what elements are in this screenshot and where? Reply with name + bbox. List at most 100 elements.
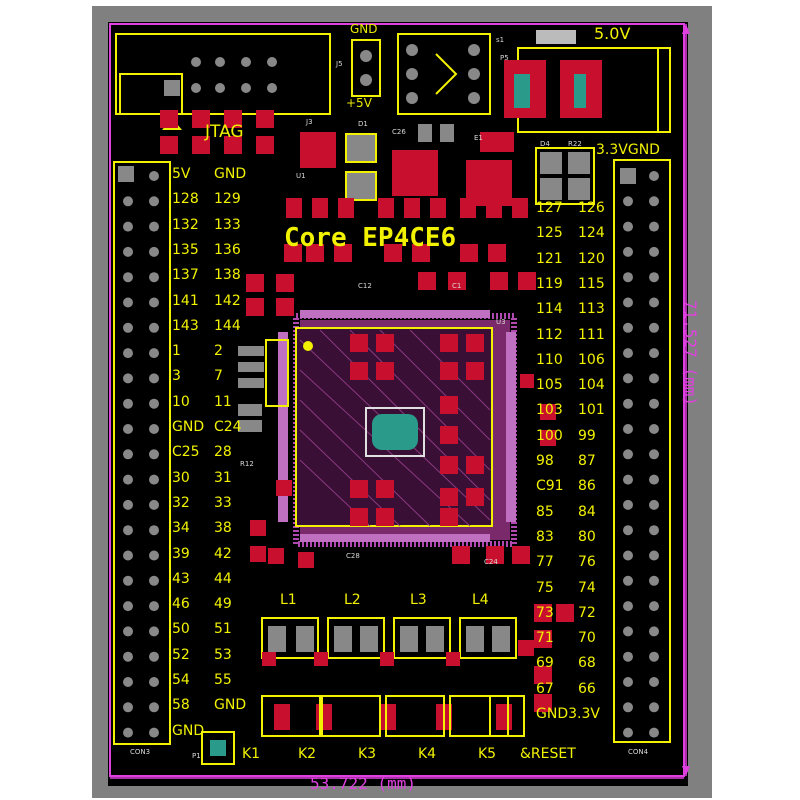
header-pin [123,499,133,510]
header-pin-label: 132 [172,216,199,233]
header-pin [149,348,159,359]
header-pin [149,601,159,612]
header-pin [649,575,659,586]
header-pin-label: 128 [172,191,199,208]
header-pin [149,196,159,207]
header-pin-label: C25 [172,444,200,461]
header-pin-label: 104 [578,377,605,394]
header-pin [649,322,659,333]
header-pin-label: 77 [536,554,554,571]
header-pin-label: 143 [172,317,199,334]
header-pin-label: 115 [578,275,605,292]
header-pin [149,424,159,434]
header-pin-label: 120 [578,250,605,267]
refdes-e1: E1 [474,134,483,142]
header-pin [623,373,633,384]
header-pin-label: 3 [172,368,181,385]
header-pin [123,550,133,561]
header-pin [649,398,659,409]
header-pin-label: 112 [536,326,563,343]
header-pin [623,424,633,434]
header-pin [623,499,633,510]
header-pin-label: 126 [578,200,605,216]
header-pin [123,246,133,257]
plus5v-label: +5V [346,96,372,110]
header-pin-label: 124 [578,225,605,242]
header-pin-label: 33 [214,494,232,511]
header-pin-label: 100 [536,427,563,444]
header-pin-label: 46 [172,596,190,613]
header-pin [649,373,659,384]
header-pin-label: 144 [214,317,241,334]
header-pin-label: 31 [214,469,232,486]
header-pin-label: 99 [578,427,596,444]
header-pin [149,702,159,713]
refdes-r12: R12 [240,460,254,468]
header-pin [149,297,159,308]
inductor-label: L4 [472,592,489,608]
header-pin [649,474,659,485]
header-pin-label: 30 [172,469,190,486]
refdes-s1: s1 [496,36,505,44]
jtag-label: JTAG [205,122,244,142]
refdes-d4: D4 [540,140,550,148]
header-pin [649,525,659,536]
key-label: K5 [478,746,497,762]
header-pin [149,499,159,510]
header-pin-label: 66 [578,680,596,697]
header-pin-label: 38 [214,520,232,537]
header-pin-label: 72 [578,604,596,621]
header-pin-label: 105 [536,377,563,394]
header-pin-label: 71 [536,630,554,647]
header-pin [149,449,159,460]
header-pin-label: 55 [214,672,232,688]
header-pin [623,297,633,308]
header-pin [123,373,133,384]
key-label: K4 [418,746,437,762]
inductor-label: L3 [410,592,427,608]
header-pin-label: 142 [214,292,241,309]
refdes-u3: U3 [496,318,506,326]
header-pin-label: 44 [214,570,232,587]
header-pin-label: 67 [536,680,554,697]
header-pin-label: 42 [214,545,232,562]
header-pin [123,196,133,207]
header-pin [649,272,659,283]
header-pin [149,575,159,586]
header-pin-label: 2 [214,343,223,360]
refdes-c24: C24 [484,558,498,566]
header-pin [123,398,133,409]
power-5v-label: 5.0V [594,24,631,43]
header-pin-label: 85 [536,503,554,520]
header-pin [649,499,659,510]
header-pin-label: 127 [536,200,563,216]
refdes-p1: P1 [192,752,201,760]
header-pin [623,221,633,232]
refdes-u1: U1 [296,172,306,180]
header-pin-label: GND [172,722,205,739]
header-pin [623,702,633,713]
header-pin-label: 84 [578,503,596,520]
header-pin-label: 136 [214,241,241,258]
left-header-pins [123,171,159,738]
header-pin-label: 106 [578,351,605,368]
header-pin-label: 32 [172,494,190,511]
header-pin [649,424,659,434]
header-pin [149,272,159,283]
header-pin [149,246,159,257]
header-pin [123,601,133,612]
refdes-c12: C12 [358,282,372,290]
header-pin [623,474,633,485]
header-pin-label: 49 [214,596,232,613]
inductor-label: L1 [280,592,297,608]
header-pin-label: 121 [536,250,563,267]
header-pin [123,221,133,232]
header-pin [623,575,633,586]
header-pin-label: 111 [578,326,605,343]
header-pin [649,550,659,561]
refdes-c26: C26 [392,128,406,136]
header-pin [649,651,659,662]
refdes-p5: P5 [500,54,509,62]
header-pin-label: 69 [536,655,554,672]
header-pin [623,449,633,460]
